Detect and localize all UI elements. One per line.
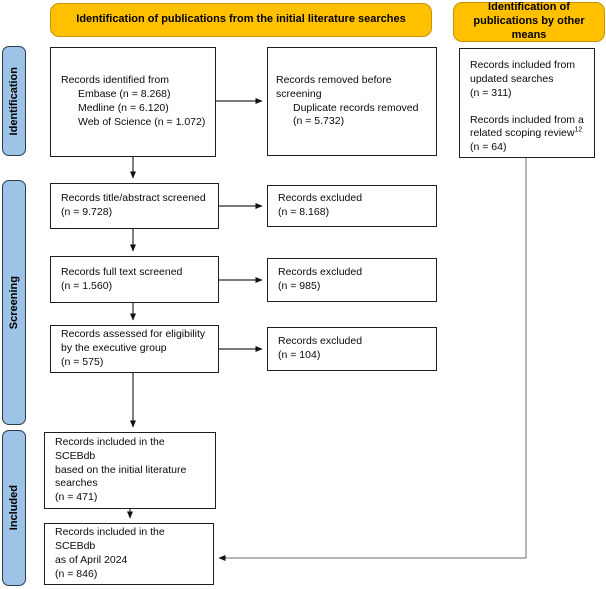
box-line: (n = 8.168) — [278, 206, 330, 218]
box-line: (n = 471) — [55, 491, 98, 504]
box-line: Records excluded — [278, 335, 363, 348]
box-line: based on the initial literature — [55, 463, 187, 476]
box-line: (n = 575) — [61, 355, 104, 368]
box-assessed-eligibility: Records assessed for eligibility by the … — [50, 325, 219, 373]
box-line: (n = 846) — [55, 567, 98, 580]
box-line: Records full text screened — [61, 265, 183, 278]
phase-bar-screening: Screening — [2, 180, 26, 425]
box-excluded-title-abstract: Records excluded (n = 8.168) — [267, 185, 437, 227]
box-line: Records identified from — [61, 74, 169, 87]
box-line: Web of Science (n = 1.072) — [78, 115, 206, 128]
box-line: (n = 9.728) — [61, 206, 113, 218]
phase-bar-included: Included — [2, 430, 26, 586]
box-line: related scoping review12 — [470, 126, 583, 140]
box-title-abstract-screened: Records title/abstract screened (n = 9.7… — [50, 183, 219, 229]
box-line: as of April 2024 — [55, 554, 128, 566]
box-line: by the executive group — [61, 342, 167, 355]
paragraph-gap — [470, 101, 586, 114]
box-excluded-eligibility: Records excluded (n = 104) — [267, 327, 437, 371]
box-included-initial: Records included in the SCEBdb based on … — [44, 432, 216, 509]
phase-label-screening: Screening — [8, 275, 20, 330]
box-line: searches — [55, 477, 98, 490]
box-line: Records excluded — [278, 266, 363, 279]
box-line: Records included in the SCEBdb — [55, 435, 165, 462]
box-line: Medline (n = 6.120) — [78, 102, 169, 114]
box-line: Embase (n = 8.268) — [78, 88, 171, 101]
header-other-means: Identification of publications by other … — [453, 1, 605, 42]
box-line: (n = 985) — [278, 280, 321, 292]
phase-bar-identification: Identification — [2, 46, 26, 156]
box-excluded-full-text: Records excluded (n = 985) — [267, 258, 437, 302]
box-other-means-sources: Records included from updated searches (… — [459, 48, 595, 158]
header-initial-searches: Identification of publications from the … — [50, 3, 432, 37]
phase-label-identification: Identification — [8, 66, 20, 136]
header-initial-searches-label: Identification of publications from the … — [76, 13, 406, 26]
box-line: (n = 64) — [470, 141, 507, 154]
box-line: Duplicate records removed — [293, 101, 419, 114]
header-other-means-label: Identification of publications by other … — [473, 1, 585, 41]
box-records-removed: Records removed before screening Duplica… — [267, 47, 437, 156]
reference-superscript: 12 — [574, 126, 583, 134]
box-line: Records removed before screening — [276, 73, 392, 100]
box-line: (n = 1.560) — [61, 279, 113, 292]
box-line: Records title/abstract screened — [61, 192, 206, 205]
box-line: Records assessed for eligibility — [61, 328, 206, 341]
box-line: (n = 104) — [278, 349, 321, 361]
box-line: Records included from — [470, 59, 576, 71]
box-line: (n = 311) — [470, 86, 512, 99]
box-records-identified: Records identified from Embase (n = 8.26… — [50, 47, 216, 157]
box-line: Records included in the SCEBdb — [55, 526, 165, 553]
box-line: updated searches — [470, 72, 554, 85]
box-line: (n = 5.732) — [293, 115, 345, 128]
box-full-text-screened: Records full text screened (n = 1.560) — [50, 256, 219, 303]
box-line: Records included from a — [470, 113, 584, 126]
phase-label-included: Included — [8, 485, 20, 531]
box-line: Records excluded — [278, 192, 363, 205]
box-included-final: Records included in the SCEBdb as of Apr… — [44, 523, 214, 585]
